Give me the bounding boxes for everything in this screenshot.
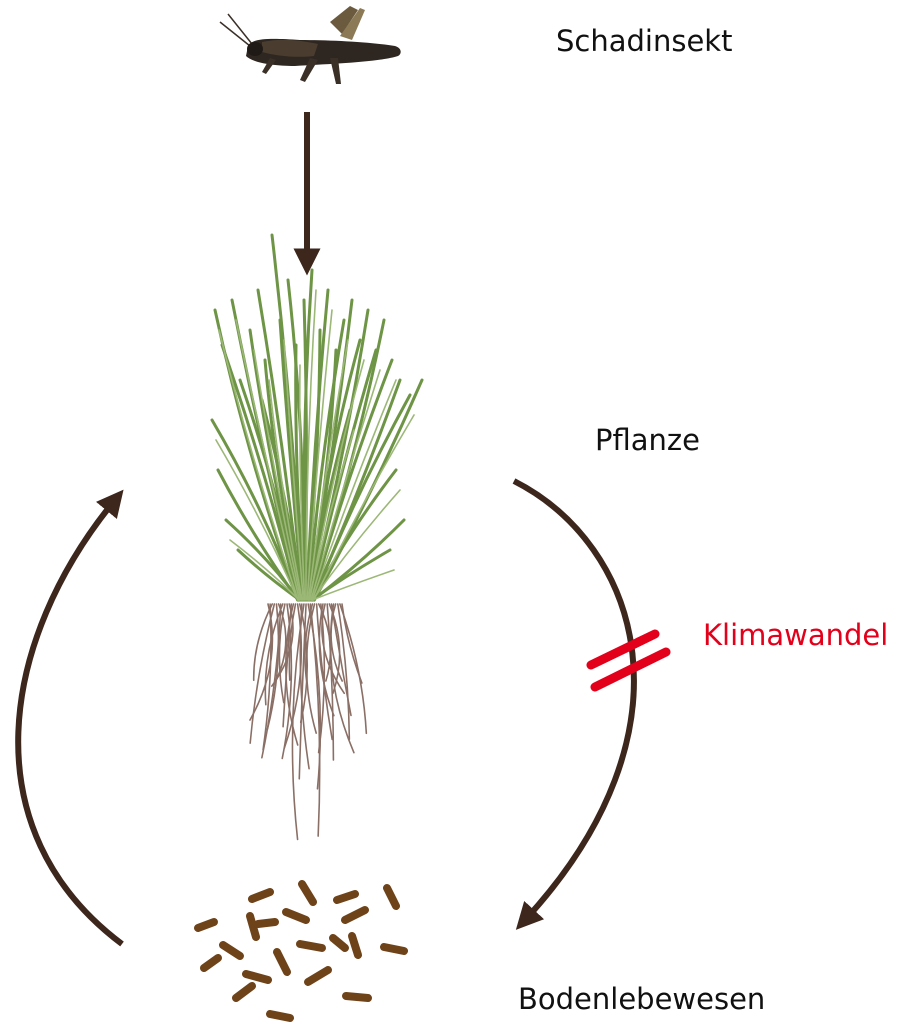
label-klimawandel: Klimawandel (703, 618, 889, 652)
grass-blade (311, 569, 395, 601)
grass-blade (305, 289, 317, 601)
grass-blade (306, 318, 346, 602)
root-strand (249, 603, 276, 744)
grass-blade (224, 518, 301, 602)
grass-blade (298, 364, 306, 601)
arrow-soil-to-plant (15, 489, 124, 947)
grass-blade (311, 379, 397, 601)
arrow-plant-to-soil (512, 478, 637, 930)
root-strand (278, 603, 286, 704)
root-strand (309, 603, 321, 837)
grass-blade (310, 358, 394, 602)
grass-blade (283, 339, 305, 601)
root-strand (305, 603, 317, 734)
grass-blade (307, 408, 352, 602)
root-strand (298, 603, 307, 780)
grass-blade (294, 343, 306, 602)
root-strand (336, 603, 351, 741)
grass-blade (253, 349, 302, 601)
grass-blade (307, 339, 349, 601)
grass-blade (306, 309, 333, 601)
grass-blade (310, 369, 381, 601)
grass-blade (215, 439, 299, 601)
root-strand (321, 603, 346, 695)
grass-blade (210, 418, 300, 602)
label-bodenlebewesen: Bodenlebewesen (518, 982, 766, 1016)
grass-blade (235, 319, 301, 601)
root-strand (329, 603, 355, 754)
root-strand (330, 603, 343, 682)
label-pflanze: Pflanze (595, 423, 700, 457)
root-strand (291, 603, 305, 841)
grass-blade (302, 268, 314, 602)
grass-tuft-icon (210, 233, 424, 841)
root-strand (318, 603, 335, 717)
grass-blade (312, 414, 415, 601)
grass-blade (311, 393, 412, 602)
grasshopper-icon (219, 6, 401, 84)
interruption-mark-icon (586, 629, 671, 692)
grass-blade (305, 288, 330, 602)
grass-blade (229, 539, 300, 601)
grass-blade (218, 329, 299, 601)
grass-blade (268, 379, 303, 601)
root-strand (326, 603, 335, 761)
label-schadinsekt: Schadinsekt (556, 24, 733, 58)
grass-blade (310, 548, 392, 602)
root-strand (341, 603, 363, 684)
root-strand (264, 603, 284, 706)
root-strand (252, 603, 274, 682)
root-strand (288, 603, 297, 681)
grass-blade (311, 489, 401, 601)
grass-blade (308, 429, 355, 601)
soil-organisms-icon (194, 880, 408, 1022)
root-strand (339, 603, 368, 735)
